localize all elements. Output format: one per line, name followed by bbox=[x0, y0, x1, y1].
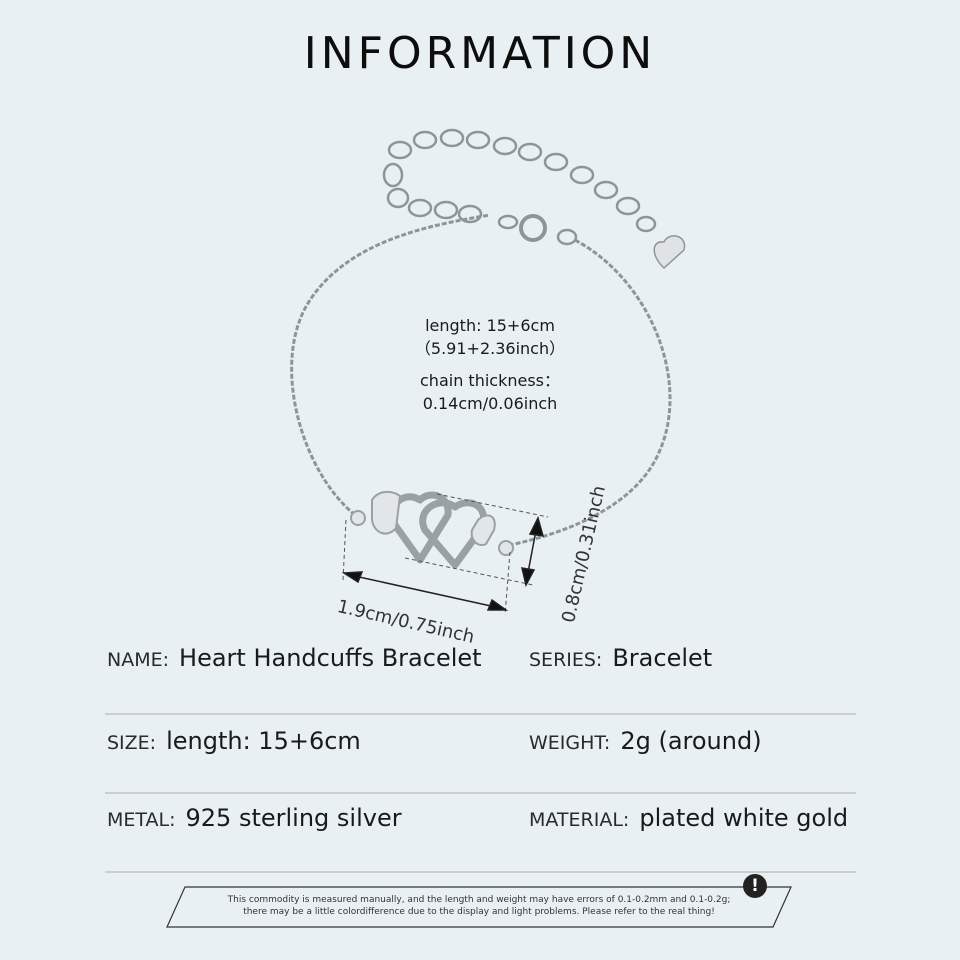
spec-key: MATERIAL: bbox=[529, 809, 630, 831]
thickness-label: chain thickness： bbox=[420, 371, 560, 390]
notice-text: This commodity is measured manually, and… bbox=[185, 894, 773, 918]
spec-weight: WEIGHT: 2g (around) bbox=[529, 727, 762, 755]
exclamation-icon: ! bbox=[743, 874, 767, 898]
spec-row: METAL: 925 sterling silver MATERIAL: pla… bbox=[105, 794, 856, 873]
spec-name: NAME: Heart Handcuffs Bracelet bbox=[107, 644, 482, 672]
spec-key: METAL: bbox=[107, 809, 176, 831]
spec-value: plated white gold bbox=[639, 804, 849, 832]
spec-key: SERIES: bbox=[529, 649, 603, 671]
page-title: INFORMATION bbox=[303, 28, 657, 79]
spec-material: MATERIAL: plated white gold bbox=[529, 804, 848, 832]
spec-metal: METAL: 925 sterling silver bbox=[107, 804, 402, 832]
spec-key: NAME: bbox=[107, 649, 170, 671]
spec-value: length: 15+6cm bbox=[166, 727, 361, 755]
spec-row: NAME: Heart Handcuffs Bracelet SERIES: B… bbox=[105, 636, 856, 715]
length-label: length: 15+6cm bbox=[425, 316, 555, 335]
spec-row: SIZE: length: 15+6cm WEIGHT: 2g (around) bbox=[105, 715, 856, 794]
disclaimer-notice: This commodity is measured manually, and… bbox=[165, 874, 793, 928]
spec-key: SIZE: bbox=[107, 732, 157, 754]
spec-key: WEIGHT: bbox=[529, 732, 611, 754]
spec-value: Heart Handcuffs Bracelet bbox=[179, 644, 482, 672]
spec-size: SIZE: length: 15+6cm bbox=[107, 727, 361, 755]
notice-line-1: This commodity is measured manually, and… bbox=[227, 895, 731, 905]
length-annotation: length: 15+6cm （5.91+2.36inch） chain thi… bbox=[380, 314, 600, 415]
spec-series: SERIES: Bracelet bbox=[529, 644, 712, 672]
bracelet-illustration bbox=[290, 128, 686, 616]
product-image: length: 15+6cm （5.91+2.36inch） chain thi… bbox=[290, 128, 686, 648]
notice-line-2: there may be a little colordifference du… bbox=[243, 907, 715, 917]
spec-value: Bracelet bbox=[612, 644, 713, 672]
thickness-value: 0.14cm/0.06inch bbox=[422, 394, 558, 413]
spec-table: NAME: Heart Handcuffs Bracelet SERIES: B… bbox=[105, 636, 856, 873]
length-inch: （5.91+2.36inch） bbox=[414, 339, 566, 358]
notice-parallelogram bbox=[166, 886, 792, 928]
spec-value: 925 sterling silver bbox=[185, 804, 402, 832]
spec-value: 2g (around) bbox=[620, 727, 762, 755]
